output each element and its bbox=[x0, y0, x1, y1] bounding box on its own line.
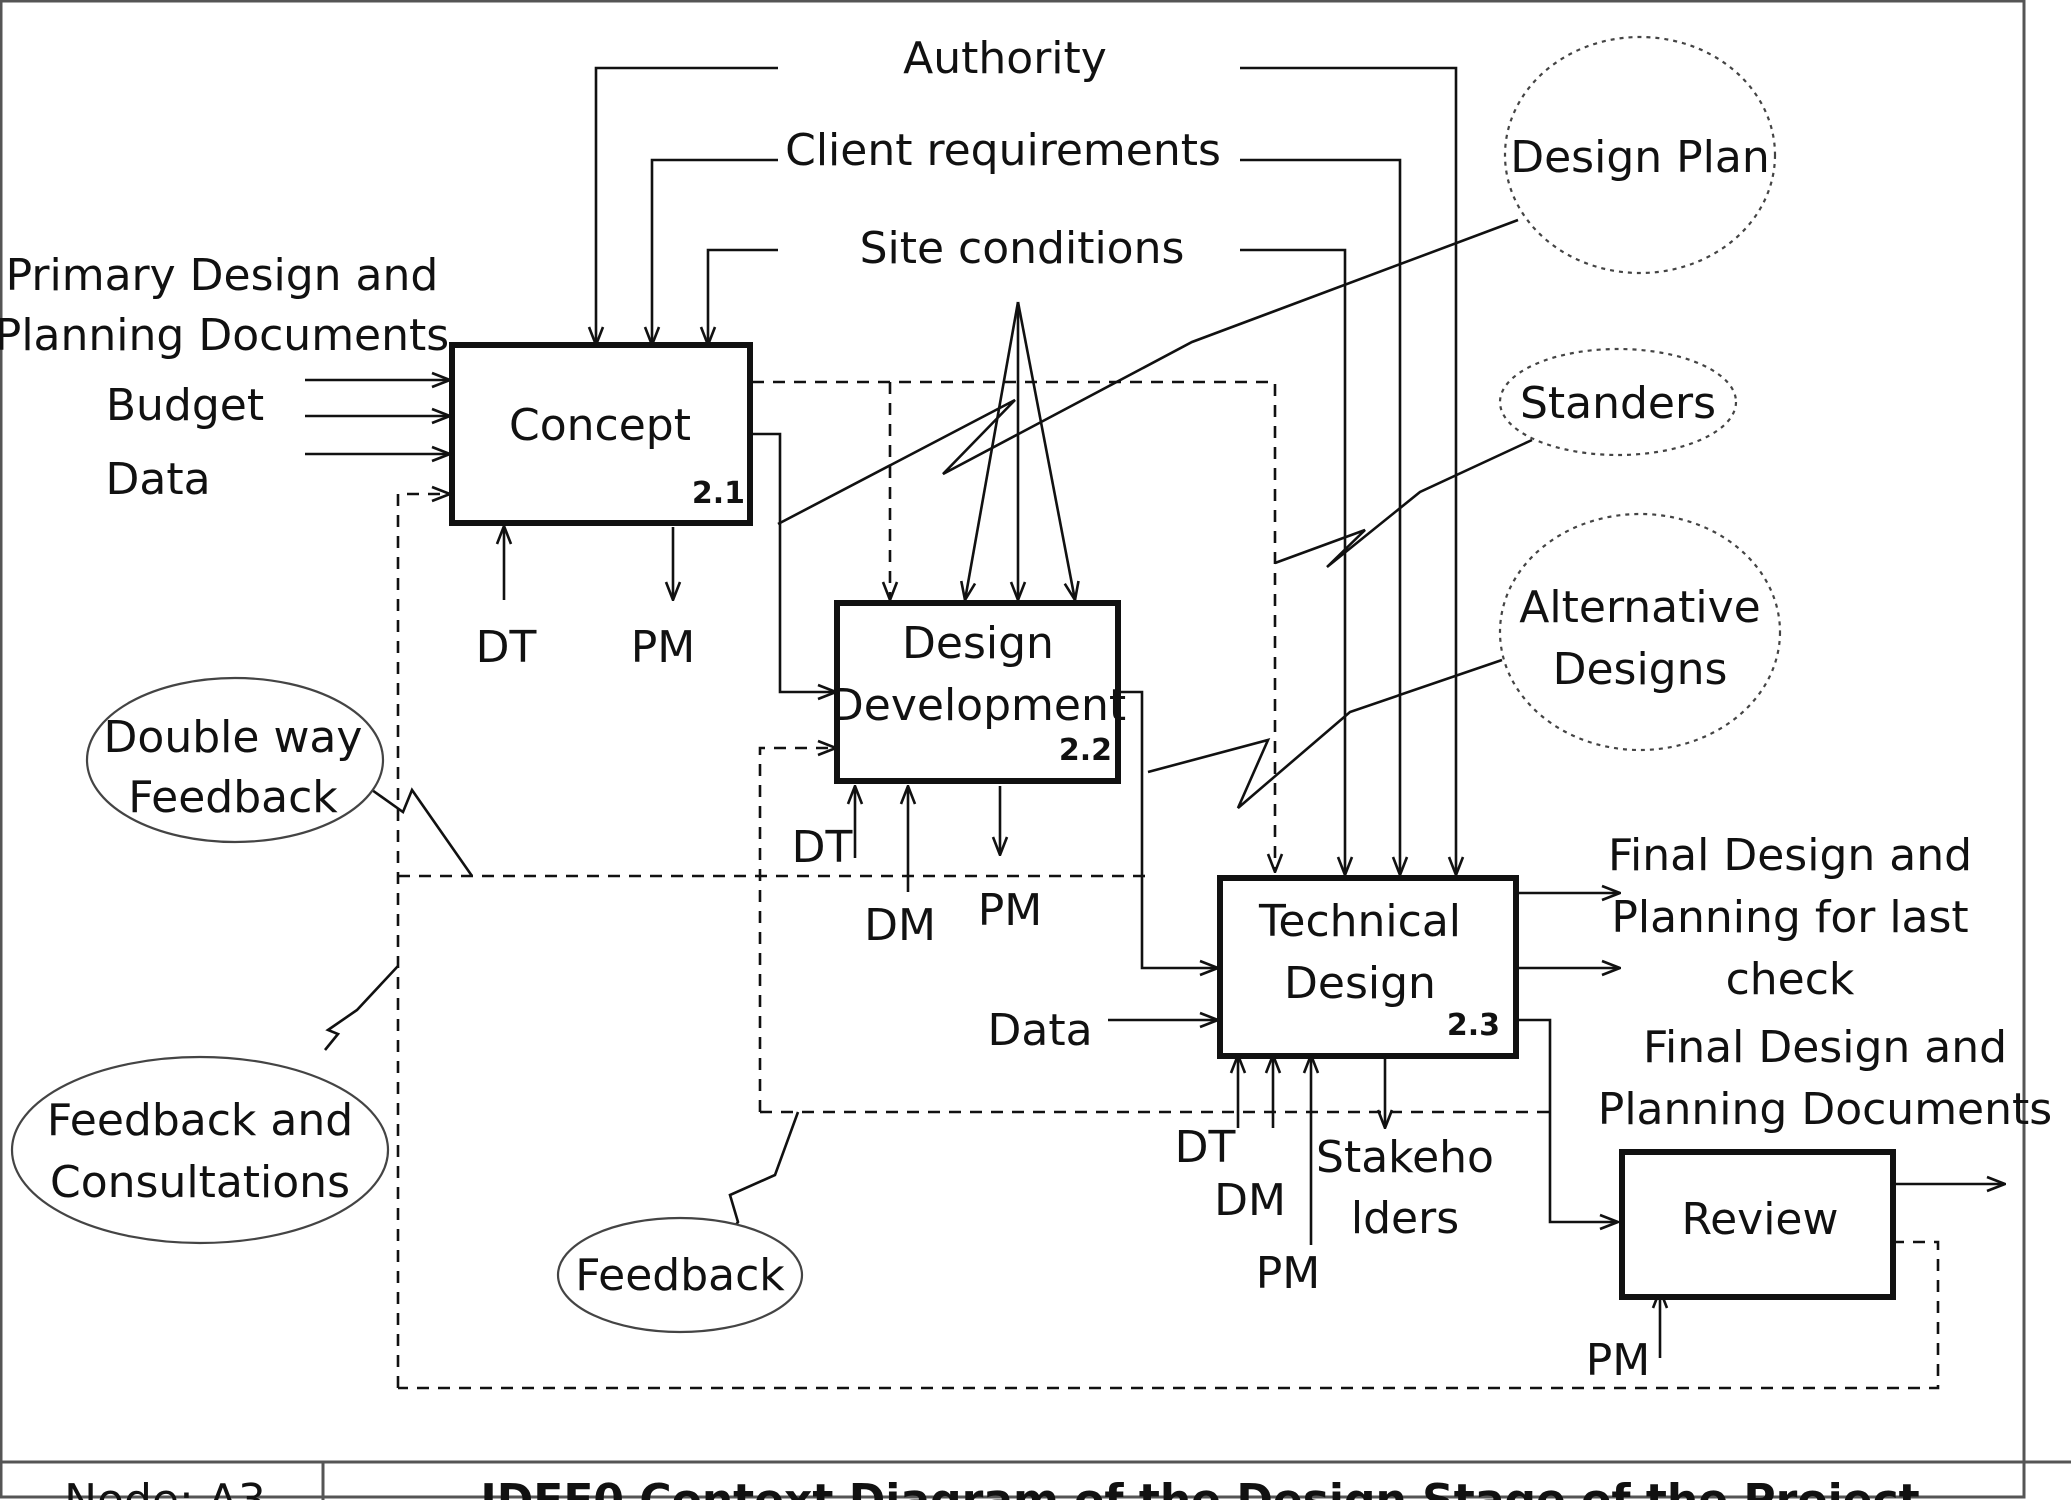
technical-design-node-number: 2.3 bbox=[1447, 1008, 1500, 1043]
data-label: Data bbox=[105, 454, 210, 505]
node-label: Node: A3 bbox=[64, 1475, 266, 1500]
concept-pm-label: PM bbox=[631, 622, 696, 673]
client-requirements-label: Client requirements bbox=[785, 125, 1221, 176]
standers-callout: Standers bbox=[1498, 347, 1738, 457]
review-box: Review bbox=[1619, 1149, 1896, 1300]
technical-data-label: Data bbox=[987, 1005, 1092, 1056]
svg-text:Alternative: Alternative bbox=[1519, 582, 1760, 633]
technical-design-label-2: Design bbox=[1284, 958, 1436, 1009]
final-documents-label-2: Planning Documents bbox=[1598, 1084, 2052, 1135]
site-conditions-label: Site conditions bbox=[860, 223, 1185, 274]
development-pm-label: PM bbox=[978, 885, 1043, 936]
feedback-callout: Feedback bbox=[556, 1216, 804, 1334]
control-arrows bbox=[596, 66, 1456, 875]
technical-design-label-1: Technical bbox=[1258, 896, 1461, 947]
svg-text:Feedback: Feedback bbox=[575, 1250, 785, 1301]
svg-text:Design Plan: Design Plan bbox=[1510, 132, 1770, 183]
concept-dt-label: DT bbox=[476, 622, 537, 673]
review-label: Review bbox=[1682, 1194, 1839, 1245]
mechanism-arrows bbox=[504, 526, 1660, 1358]
development-dt-label: DT bbox=[792, 822, 853, 873]
budget-label: Budget bbox=[106, 380, 264, 431]
concept-box: Concept 2.1 bbox=[449, 342, 753, 526]
final-check-label-3: check bbox=[1726, 954, 1855, 1005]
input-arrows bbox=[305, 380, 1618, 1222]
svg-text:Double way: Double way bbox=[104, 712, 363, 763]
output-arrows bbox=[1510, 893, 2005, 1184]
primary-documents-label-2: Planning Documents bbox=[0, 310, 449, 361]
design-development-label-1: Design bbox=[902, 618, 1054, 669]
svg-text:Consultations: Consultations bbox=[50, 1157, 350, 1208]
technical-design-box: Technical Design 2.3 bbox=[1217, 875, 1519, 1059]
diagram-frame bbox=[0, 0, 2026, 1499]
primary-documents-label-1: Primary Design and bbox=[6, 250, 439, 301]
svg-text:Feedback and: Feedback and bbox=[47, 1095, 353, 1146]
technical-dt-label: DT bbox=[1175, 1122, 1236, 1173]
feedback-and-consultations-callout: Feedback and Consultations bbox=[10, 1055, 390, 1245]
design-development-node-number: 2.2 bbox=[1059, 733, 1112, 768]
review-pm-label: PM bbox=[1586, 1335, 1651, 1386]
svg-text:Standers: Standers bbox=[1520, 378, 1716, 429]
final-check-label-1: Final Design and bbox=[1608, 830, 1972, 881]
authority-label: Authority bbox=[903, 33, 1107, 84]
alternative-designs-callout: Alternative Designs bbox=[1498, 512, 1782, 752]
footer: Node: A3 IDEF0 Context Diagram of the De… bbox=[0, 1460, 2071, 1500]
technical-pm-label: PM bbox=[1256, 1248, 1321, 1299]
concept-node-number: 2.1 bbox=[692, 476, 745, 511]
concept-label: Concept bbox=[509, 400, 691, 451]
design-development-box: Design Development 2.2 bbox=[830, 600, 1126, 784]
stakeholders-label-2: lders bbox=[1351, 1193, 1459, 1244]
final-documents-label-1: Final Design and bbox=[1643, 1022, 2007, 1073]
development-dm-label: DM bbox=[864, 900, 936, 951]
diagram-title: IDEF0 Context Diagram of the Design Stag… bbox=[480, 1475, 1919, 1500]
final-check-label-2: Planning for last bbox=[1611, 892, 1968, 943]
technical-dm-label: DM bbox=[1214, 1175, 1286, 1226]
double-way-feedback-callout: Double way Feedback bbox=[85, 676, 385, 844]
svg-text:Feedback: Feedback bbox=[128, 772, 338, 823]
design-plan-callout: Design Plan bbox=[1503, 35, 1777, 275]
stakeholders-label-1: Stakeho bbox=[1316, 1132, 1494, 1183]
design-development-label-2: Development bbox=[830, 680, 1126, 731]
feedback-dashed-lines bbox=[396, 380, 1940, 1390]
svg-text:Designs: Designs bbox=[1553, 644, 1728, 695]
